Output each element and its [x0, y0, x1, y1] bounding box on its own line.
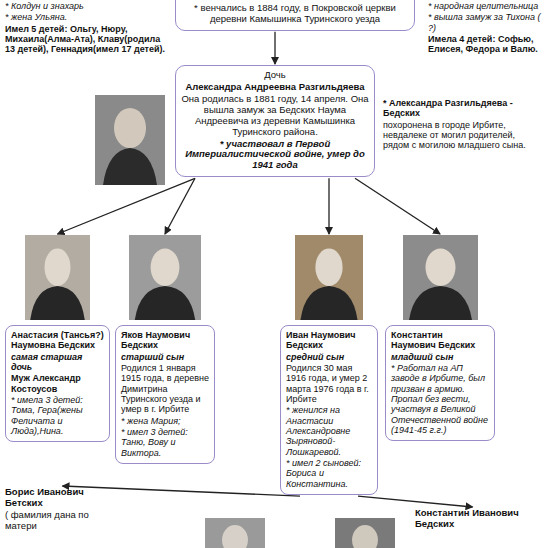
family-arrow — [274, 32, 275, 64]
text-block: самая старшая дочь — [11, 352, 104, 373]
text-block: * женился на Анастасии Александровне Зыр… — [286, 405, 372, 457]
portrait-photo — [95, 95, 165, 185]
info-box: ДочьАлександра Андреевна РазгильдяеваОна… — [175, 65, 375, 177]
photo-body — [30, 286, 85, 320]
person-card: Константин Наумович Бедскихмладший сын* … — [385, 235, 495, 441]
text-block: Константин Наумович Бедских — [391, 330, 489, 351]
note-text: * вышла замуж за Тихона ( ?) — [428, 12, 544, 33]
text-block: Муж Александр Костоусов — [11, 373, 104, 394]
note-group: * Колдун и знахарь* жена Ульяна. Имел 5 д… — [5, 1, 170, 56]
text-block: младший сын — [391, 352, 489, 362]
portrait-photo — [295, 235, 363, 320]
portrait-photo — [25, 235, 90, 320]
photo-face — [151, 249, 180, 286]
family-arrow — [58, 178, 196, 234]
portrait-photo — [205, 518, 265, 548]
family-arrow — [355, 178, 440, 234]
text-block: Родился 1 января 1915 года, в деревне Ди… — [121, 363, 209, 415]
text-block: * жена Мария; — [121, 416, 209, 426]
note-text: * народная целительница — [428, 1, 544, 11]
text-block: * имел 2 сыновей: Бориса и Константина. — [286, 458, 372, 489]
photo-face — [426, 249, 456, 286]
text-block: Борис Иванович Бетских — [5, 487, 120, 509]
photo-face — [222, 525, 248, 548]
text-block: Она родилась в 1881 году, 14 апреля. Она… — [181, 94, 369, 138]
text-block: ( фамилия дана по матери — [5, 510, 120, 532]
family-arrow — [63, 486, 301, 496]
photo-body — [103, 148, 157, 185]
photo-face — [352, 525, 378, 548]
photo-face — [315, 249, 342, 286]
note-group: * народная целительница* вышла замуж за … — [428, 1, 544, 56]
person-entry: Константин Иванович Бедских — [415, 508, 530, 531]
info-box: * венчались в 1884 году, в Покровской це… — [175, 0, 415, 31]
photo-face — [114, 108, 146, 148]
portrait-photo — [403, 235, 478, 320]
person-card: Иван Наумович Бедскихсредний сынРодился … — [280, 235, 378, 495]
note-text: похоронена в городе Ирбите, невдалеке от… — [383, 120, 541, 151]
text-block: старший сын — [121, 352, 209, 362]
card-panel: Яков Наумович Бедскихстарший сынРодился … — [115, 325, 215, 464]
note-group: * Александра Разгильдяева - Бедскихпохор… — [383, 98, 541, 152]
text-block: средний сын — [286, 352, 372, 362]
photo-frame — [95, 95, 165, 185]
photo-frame — [295, 235, 363, 320]
person-entry: Борис Иванович Бетских( фамилия дана по … — [5, 487, 120, 533]
note-text: * Колдун и знахарь — [5, 1, 170, 11]
note-text: Имел 5 детей: Ольгу, Нюру, Михаила(Алма-… — [5, 24, 170, 55]
text-block: Дочь — [181, 70, 369, 81]
family-arrow — [358, 496, 473, 507]
portrait-photo — [129, 235, 201, 320]
card-panel: Анастасия (Тансья?) Наумовна Бедскихсама… — [5, 325, 110, 442]
text-block: Константин Иванович Бедских — [415, 508, 530, 530]
photo-frame — [403, 235, 478, 320]
text-block: Александра Андреевна Разгильдяева — [181, 82, 369, 93]
card-panel: Иван Наумович Бедскихсредний сынРодился … — [280, 325, 378, 495]
photo-body — [300, 286, 357, 320]
photo-frame — [25, 235, 90, 320]
text-block: * имел 3 детей: Таню, Вову и Виктора. — [121, 427, 209, 458]
photo-body — [135, 286, 195, 320]
text-block: * венчались в 1884 году, в Покровской це… — [181, 3, 409, 25]
photo-body — [409, 286, 472, 320]
text-block: Родился 30 мая 1916 года, и умер 2 марта… — [286, 363, 372, 404]
photo-face — [45, 249, 71, 286]
text-block: * имела 3 детей: Тома, Гера(жены Феличат… — [11, 395, 104, 436]
text-block: * Работал на АП заводе в Ирбите, был при… — [391, 363, 489, 435]
family-arrow — [165, 178, 195, 234]
text-block: Анастасия (Тансья?) Наумовна Бедских — [11, 330, 104, 351]
person-card: Яков Наумович Бедскихстарший сынРодился … — [115, 235, 215, 464]
note-text: * Александра Разгильдяева - Бедских — [383, 98, 541, 119]
card-panel: Константин Наумович Бедскихмладший сын* … — [385, 325, 495, 441]
portrait-photo — [335, 518, 395, 548]
person-card: Анастасия (Тансья?) Наумовна Бедскихсама… — [5, 235, 110, 442]
text-block: * участвовал в Первой Империалистической… — [181, 139, 369, 172]
text-block: Иван Наумович Бедских — [286, 330, 372, 351]
note-text: * жена Ульяна. — [5, 12, 170, 22]
family-arrow — [328, 178, 329, 234]
note-text: Имела 4 детей: Софью, Елисея, Федора и В… — [428, 34, 544, 55]
text-block: Яков Наумович Бедских — [121, 330, 209, 351]
photo-frame — [129, 235, 201, 320]
